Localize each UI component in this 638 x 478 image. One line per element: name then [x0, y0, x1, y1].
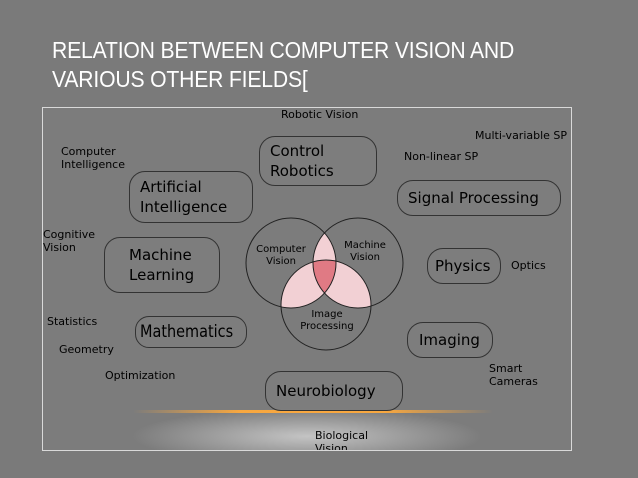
- box-signal-processing: Signal Processing: [397, 180, 561, 216]
- title-line-2: VARIOUS OTHER FIELDS[: [52, 66, 308, 92]
- glow-line: [133, 410, 493, 413]
- label-robotic-vision: Robotic Vision: [281, 108, 359, 121]
- box-label-machine-learning: Machine Learning: [129, 246, 195, 284]
- venn-diagram: [245, 217, 404, 351]
- label-geometry: Geometry: [59, 343, 114, 356]
- box-neurobiology: Neurobiology: [265, 371, 403, 411]
- relation-diagram: Computer Vision Machine Vision Image Pro…: [42, 107, 572, 451]
- box-control-robotics: Control Robotics: [259, 136, 377, 186]
- venn-label-image-processing: Image Processing: [300, 309, 354, 332]
- box-label-physics: Physics: [435, 257, 491, 275]
- box-label-neurobiology: Neurobiology: [276, 382, 376, 400]
- label-biological-vision: Biological Vision: [315, 429, 369, 451]
- venn-label-computer-vision: Computer Vision: [256, 244, 306, 267]
- box-mathematics: Mathematics: [135, 316, 247, 348]
- box-label-signal-processing: Signal Processing: [408, 189, 539, 207]
- box-label-imaging: Imaging: [419, 331, 480, 349]
- label-optics: Optics: [511, 259, 546, 272]
- box-label-artificial-intelligence: Artificial Intelligence: [140, 178, 228, 216]
- label-cognitive-vision: Cognitive Vision: [43, 228, 96, 254]
- label-multivariable-sp: Multi-variable SP: [475, 129, 568, 142]
- label-statistics: Statistics: [47, 315, 98, 328]
- box-machine-learning: Machine Learning: [104, 237, 220, 293]
- label-computer-intelligence: Computer Intelligence: [61, 145, 126, 171]
- label-optimization: Optimization: [105, 369, 176, 382]
- title-line-1: RELATION BETWEEN COMPUTER VISION AND: [52, 37, 515, 63]
- venn-label-machine-vision: Machine Vision: [344, 240, 386, 263]
- box-artificial-intelligence: Artificial Intelligence: [129, 171, 253, 223]
- box-imaging: Imaging: [407, 322, 493, 358]
- slide-title: RELATION BETWEEN COMPUTER VISION AND VAR…: [52, 36, 567, 94]
- box-physics: Physics: [427, 248, 501, 284]
- box-label-mathematics: Mathematics: [140, 322, 234, 342]
- box-label-control-robotics: Control Robotics: [270, 142, 334, 180]
- label-smart-cameras: Smart Cameras: [489, 362, 538, 388]
- label-nonlinear-sp: Non-linear SP: [404, 150, 479, 163]
